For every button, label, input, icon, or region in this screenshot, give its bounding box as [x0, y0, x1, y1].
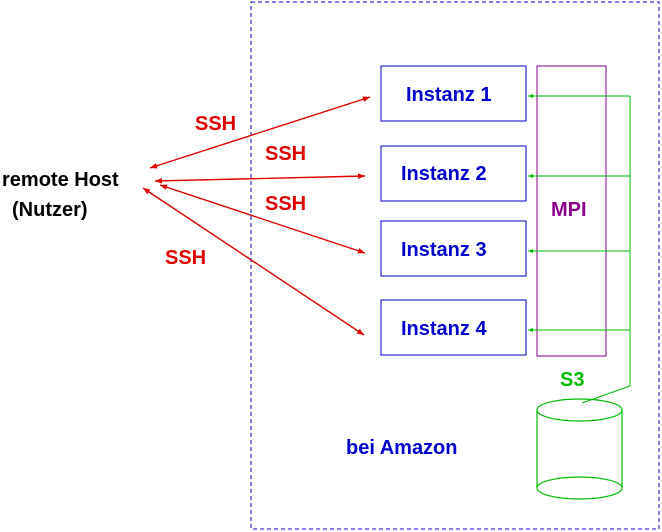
- host-label-line2: (Nutzer): [12, 199, 88, 221]
- ssh-arrow-instance-4: [142, 187, 365, 336]
- ssh-arrow-instance-2: [154, 173, 366, 184]
- ssh-arrow-instance-1: [149, 96, 371, 169]
- instance-label-4: Instanz 4: [401, 318, 487, 340]
- s3-label: S3: [560, 369, 584, 391]
- s3-trunk-line: [581, 96, 631, 404]
- ssh-label-2: SSH: [265, 143, 306, 165]
- instance-label-2: Instanz 2: [401, 163, 487, 185]
- instance-box-3: [380, 220, 527, 277]
- ssh-label-3: SSH: [265, 193, 306, 215]
- host-label-line1: remote Host: [2, 169, 119, 191]
- instance-box-2: [380, 145, 527, 202]
- mpi-label: MPI: [551, 199, 587, 221]
- instance-label-3: Instanz 3: [401, 239, 487, 261]
- cloud-label: bei Amazon: [346, 437, 458, 459]
- s3-cylinder-icon: [536, 398, 623, 500]
- ssh-arrows: [142, 96, 371, 336]
- ssh-label-1: SSH: [195, 113, 236, 135]
- s3-connections: [528, 94, 631, 404]
- instance-box-1: [380, 65, 527, 122]
- instance-label-1: Instanz 1: [406, 84, 492, 106]
- instance-box-4: [380, 299, 527, 356]
- mpi-bar: [536, 65, 607, 357]
- ssh-label-4: SSH: [165, 247, 206, 269]
